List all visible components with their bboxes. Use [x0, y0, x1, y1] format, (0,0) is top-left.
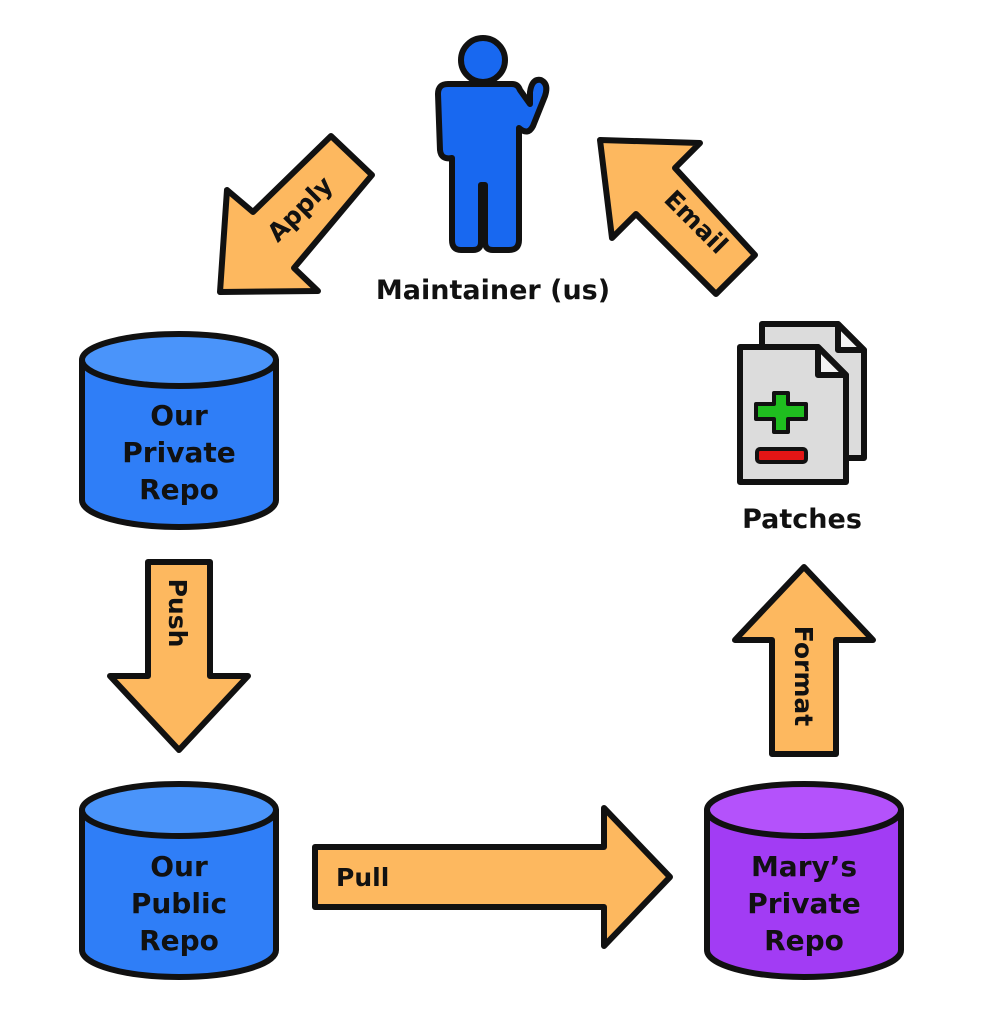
- pull-arrow: Pull: [312, 805, 673, 949]
- pull-arrow-shape: [312, 805, 673, 949]
- repo-label-line: Repo: [139, 473, 219, 506]
- push-arrow-shape: [107, 559, 251, 753]
- repo-label-line: Private: [122, 436, 235, 469]
- push-arrow: Push: [107, 559, 251, 753]
- repo-label-line: Repo: [764, 924, 844, 957]
- plus-icon: [754, 391, 808, 434]
- patches-label: Patches: [742, 504, 862, 535]
- repo-label-line: Our: [150, 850, 208, 883]
- maintainer-label: Maintainer (us): [376, 275, 610, 306]
- format-arrow-label: Format: [789, 626, 818, 726]
- format-arrow-shape: [732, 564, 876, 757]
- repo-label-line: Mary’s: [751, 850, 857, 883]
- email-arrow-shape: [597, 137, 758, 297]
- patches-node: Patches: [737, 321, 867, 535]
- person-icon: [435, 35, 550, 253]
- database-icon: [79, 781, 279, 980]
- repo-label-line: Private: [747, 887, 860, 920]
- maintainer-node: Maintainer (us): [376, 35, 610, 306]
- pull-arrow-label: Pull: [336, 863, 389, 892]
- our-private-repo-node: Our Private Repo: [79, 331, 279, 530]
- database-icon: [79, 331, 279, 530]
- database-icon: [704, 781, 904, 980]
- patch-documents-icon: [737, 321, 867, 485]
- repo-label-line: Public: [131, 887, 227, 920]
- minus-icon: [755, 447, 808, 464]
- push-arrow-label: Push: [163, 579, 192, 648]
- repo-label-line: Repo: [139, 924, 219, 957]
- our-public-repo-node: Our Public Repo: [79, 781, 279, 980]
- marys-private-repo-node: Mary’s Private Repo: [704, 781, 904, 980]
- apply-arrow: Apply: [217, 133, 375, 295]
- repo-label-line: Our: [150, 399, 208, 432]
- apply-arrow-shape: [217, 133, 375, 295]
- email-arrow: Email: [597, 137, 758, 297]
- format-arrow: Format: [732, 564, 876, 757]
